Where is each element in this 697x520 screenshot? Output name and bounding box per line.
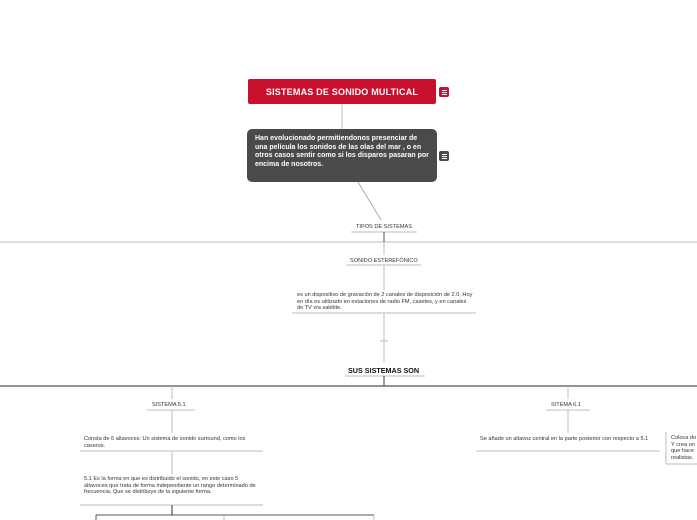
notes-icon[interactable] [439,87,449,97]
topic-sus-sistemas[interactable]: SUS SISTEMAS SON [348,366,420,375]
topic-estereo-desc[interactable]: es un dispositivo de gravación de 2 cana… [297,292,473,312]
topic-51-desc2[interactable]: 5.1 Es la forma en que es distribuido el… [84,476,256,496]
description-topic[interactable]: Han evolucionado permitiendonos presenci… [247,129,437,182]
topic-51-desc1[interactable]: Consta de 6 altavoces: Un sistema de son… [84,436,246,449]
topic-sistema-51[interactable]: SISTEMA 5.1 [152,402,186,408]
topic-estereo[interactable]: SONIDO ESTEREFÓNICO [350,258,418,264]
central-topic-label: SISTEMAS DE SONIDO MULTICAL [265,86,419,97]
central-topic[interactable]: SISTEMAS DE SONIDO MULTICAL [248,79,436,104]
description-text: Han evolucionado permitiendonos presenci… [255,135,429,168]
topic-right-cut[interactable]: Coloca do Y crea un que hace realistas. [671,435,697,461]
topic-sistema-61[interactable]: SITEMA 6.1 [551,402,581,408]
topic-tipos[interactable]: TIPOS DE SISTEMAS [356,224,412,230]
topic-61-desc[interactable]: Se añade un altavoz central en la parte … [480,436,649,442]
notes-icon[interactable] [439,151,449,161]
